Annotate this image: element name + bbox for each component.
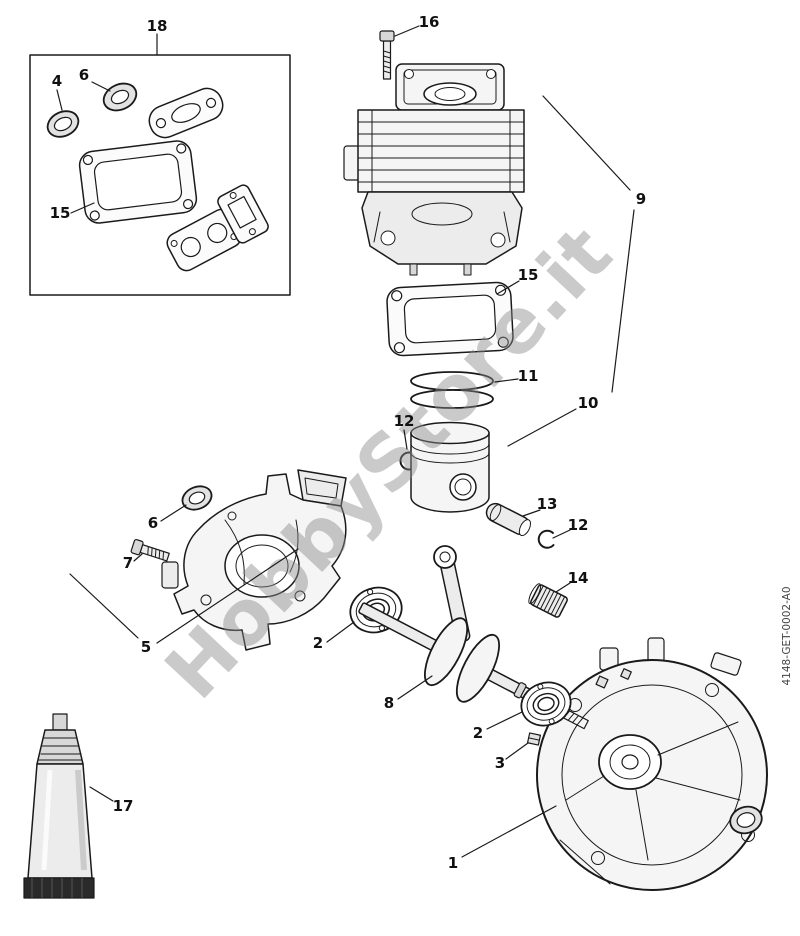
doc-id: 4148-GET-0002-A0 <box>781 586 793 685</box>
crankcase-half <box>130 469 347 651</box>
callout-1: 1 <box>448 854 458 872</box>
crankcase-housing <box>536 637 768 891</box>
leader-line <box>494 378 519 383</box>
leader-line <box>69 573 139 639</box>
leader-line <box>505 742 529 760</box>
callout-5: 5 <box>141 638 151 656</box>
leader-line <box>326 621 355 643</box>
callout-11: 11 <box>518 367 539 385</box>
crankshaft-seal <box>181 485 213 511</box>
callout-15: 15 <box>50 204 71 222</box>
piston-rings <box>410 371 494 409</box>
callout-15: 15 <box>518 266 539 284</box>
callout-12: 12 <box>568 516 589 534</box>
leader-line <box>156 548 299 644</box>
callout-4: 4 <box>52 72 62 90</box>
leader-line <box>70 202 95 214</box>
carburetor-gasket <box>217 184 269 244</box>
muffler-gasket <box>166 208 242 272</box>
callout-7: 7 <box>123 554 133 572</box>
piston <box>410 421 490 513</box>
callout-12: 12 <box>394 412 415 430</box>
leader-line <box>461 805 557 858</box>
needle-bearing <box>528 583 568 618</box>
leader-line <box>611 209 635 393</box>
cylinder-gasket-in-set <box>78 140 198 224</box>
leader-line <box>89 786 114 802</box>
callout-6: 6 <box>148 514 158 532</box>
case-screw <box>130 539 170 562</box>
leader-line <box>394 25 420 37</box>
callouts: 18 16 4 6 15 9 15 11 12 10 13 12 6 7 14 … <box>50 13 647 872</box>
leader-line <box>555 582 571 593</box>
callout-18: 18 <box>147 17 168 35</box>
leader-line <box>91 81 111 92</box>
key <box>595 675 609 689</box>
leader-line <box>507 408 577 447</box>
cylinder-base-gasket <box>386 281 514 357</box>
callout-13: 13 <box>537 495 558 513</box>
callout-3: 3 <box>495 754 505 772</box>
leader-line <box>397 675 433 700</box>
housing-seal <box>729 805 763 835</box>
leader-line <box>522 509 541 517</box>
circlip-icon <box>537 529 555 549</box>
callout-14: 14 <box>568 569 589 587</box>
oil-seal-large <box>102 82 138 112</box>
leader-line <box>160 504 187 522</box>
sealant-tube <box>23 713 95 899</box>
callout-2: 2 <box>313 634 323 652</box>
leader-line <box>56 89 63 111</box>
callout-2: 2 <box>473 724 483 742</box>
oil-seal-small <box>46 110 80 138</box>
piston-pin <box>485 502 532 537</box>
leader-line <box>403 429 408 450</box>
leader-line <box>133 553 143 562</box>
leader-line <box>496 280 520 295</box>
leader-line <box>552 529 571 539</box>
leader-line <box>486 711 523 730</box>
cylinder-screw <box>379 30 395 80</box>
exhaust-gasket <box>148 87 224 139</box>
leader-lines <box>56 25 635 858</box>
callout-10: 10 <box>578 394 599 412</box>
callout-8: 8 <box>384 694 394 712</box>
callout-9: 9 <box>636 190 646 208</box>
key <box>620 668 632 680</box>
nut <box>526 732 542 746</box>
watermark: HobbyStore.it <box>148 208 630 715</box>
callout-16: 16 <box>419 13 440 31</box>
gasket-set-box <box>29 54 291 296</box>
leader-line <box>542 95 631 191</box>
callout-17: 17 <box>113 797 134 815</box>
cylinder-assembly <box>343 63 525 276</box>
callout-6: 6 <box>79 66 89 84</box>
